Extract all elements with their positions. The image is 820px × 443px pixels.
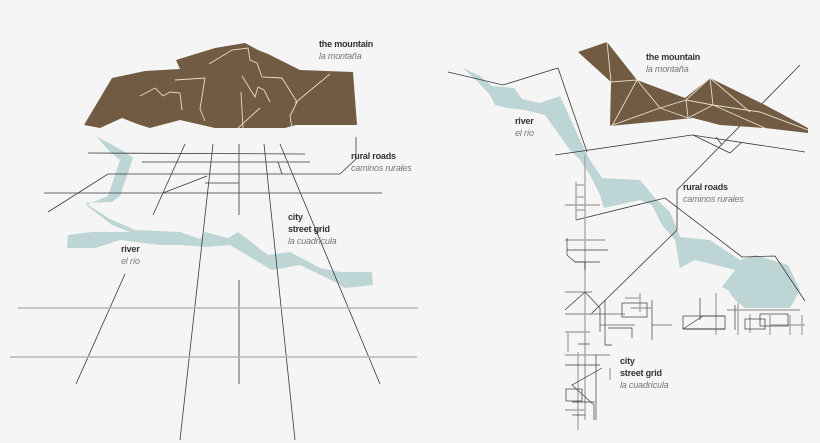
label-es: la cuadrícula — [288, 236, 337, 246]
left-city-grid — [10, 307, 418, 358]
label-es: el río — [515, 128, 534, 138]
label-en-line1: city — [620, 356, 635, 366]
label-es: la montaña — [319, 51, 362, 61]
label-en-line1: city — [288, 212, 303, 222]
left-label-rural-roads: rural roads caminos rurales — [351, 150, 412, 174]
label-en: river — [515, 116, 534, 126]
left-label-river: river el río — [121, 243, 140, 267]
label-es: caminos rurales — [683, 194, 744, 204]
label-en: the mountain — [646, 52, 701, 62]
right-mountain — [578, 41, 809, 133]
label-en-line2: street grid — [288, 224, 330, 234]
label-en: the mountain — [319, 39, 374, 49]
label-en: river — [121, 244, 140, 254]
label-es: caminos rurales — [351, 163, 412, 173]
right-panel — [447, 41, 809, 430]
label-en: rural roads — [351, 151, 396, 161]
label-es: la cuadrícula — [620, 380, 669, 390]
left-label-mountain: the mountain la montaña — [319, 38, 373, 62]
left-mountain — [84, 43, 357, 129]
label-es: el río — [121, 256, 140, 266]
left-label-city-grid: city street grid la cuadrícula — [288, 211, 337, 247]
left-panel — [10, 43, 418, 441]
right-label-mountain: the mountain la montaña — [646, 51, 700, 75]
right-label-rural-roads: rural roads caminos rurales — [683, 181, 744, 205]
label-es: la montaña — [646, 64, 689, 74]
right-river — [463, 68, 800, 308]
label-en: rural roads — [683, 182, 728, 192]
right-city-grid-light — [565, 155, 805, 430]
right-rural-roads — [447, 64, 806, 316]
label-en-line2: street grid — [620, 368, 662, 378]
left-rural-roads — [44, 137, 382, 441]
right-label-city-grid: city street grid la cuadrícula — [620, 355, 669, 391]
left-river — [67, 136, 373, 288]
right-city-grid-dark — [564, 238, 789, 420]
right-label-river: river el río — [515, 115, 534, 139]
